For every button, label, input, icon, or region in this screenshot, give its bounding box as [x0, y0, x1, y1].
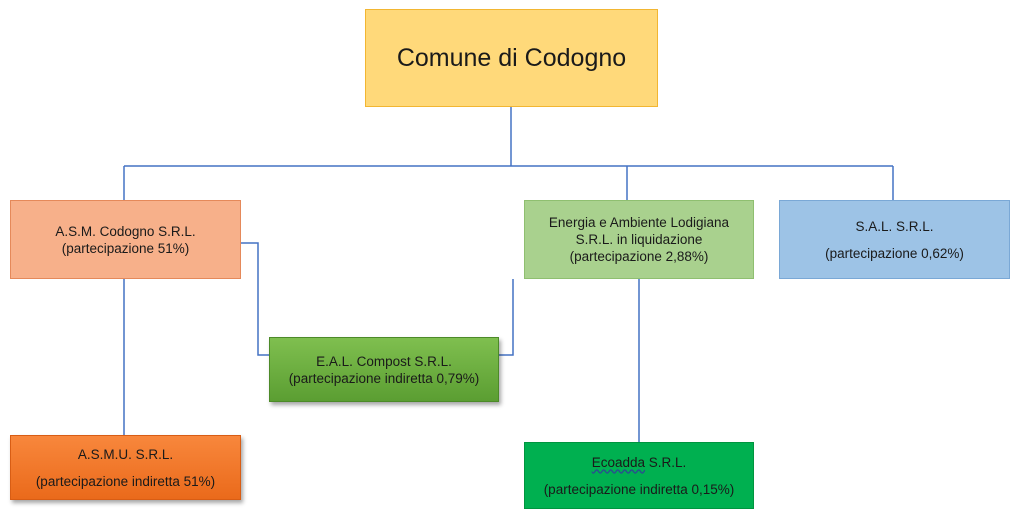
node-ecoadda-name: Ecoadda S.R.L.: [592, 454, 687, 471]
node-sal-share: (partecipazione 0,62%): [825, 245, 964, 261]
node-comune-di-codogno: Comune di Codogno: [365, 9, 658, 107]
node-energia-name-line2: S.R.L. in liquidazione: [575, 232, 703, 247]
node-sal: S.A.L. S.R.L. (partecipazione 0,62%): [779, 200, 1010, 279]
node-energia-share: (partecipazione 2,88%): [569, 249, 709, 264]
node-asm-share: (partecipazione 51%): [61, 240, 190, 256]
node-asm-name: A.S.M. Codogno S.R.L.: [55, 223, 196, 239]
node-compost-name: E.A.L. Compost S.R.L.: [316, 353, 452, 369]
node-asmu: A.S.M.U. S.R.L. (partecipazione indirett…: [10, 435, 241, 500]
node-asmu-share: (partecipazione indiretta 51%): [35, 473, 216, 489]
node-ecoadda: Ecoadda S.R.L. (partecipazione indiretta…: [524, 442, 754, 509]
node-ecoadda-name-suffix: S.R.L.: [645, 454, 687, 470]
node-ecoadda-name-main: Ecoadda: [591, 454, 646, 470]
connector-asm-to-compost: [241, 242, 269, 356]
node-root-label: Comune di Codogno: [396, 44, 627, 72]
node-asm-codogno: A.S.M. Codogno S.R.L. (partecipazione 51…: [10, 200, 241, 279]
node-sal-name: S.A.L. S.R.L.: [855, 218, 934, 234]
node-energia-ambiente-lodigiana: Energia e Ambiente Lodigiana S.R.L. in l…: [524, 200, 754, 279]
node-energia-name-line1: Energia e Ambiente Lodigiana: [548, 215, 730, 230]
node-asmu-name: A.S.M.U. S.R.L.: [77, 446, 174, 462]
node-eal-compost: E.A.L. Compost S.R.L. (partecipazione in…: [269, 337, 499, 402]
node-ecoadda-share: (partecipazione indiretta 0,15%): [543, 481, 735, 497]
node-compost-share: (partecipazione indiretta 0,79%): [288, 370, 480, 386]
connector-energia-to-compost: [499, 279, 514, 356]
